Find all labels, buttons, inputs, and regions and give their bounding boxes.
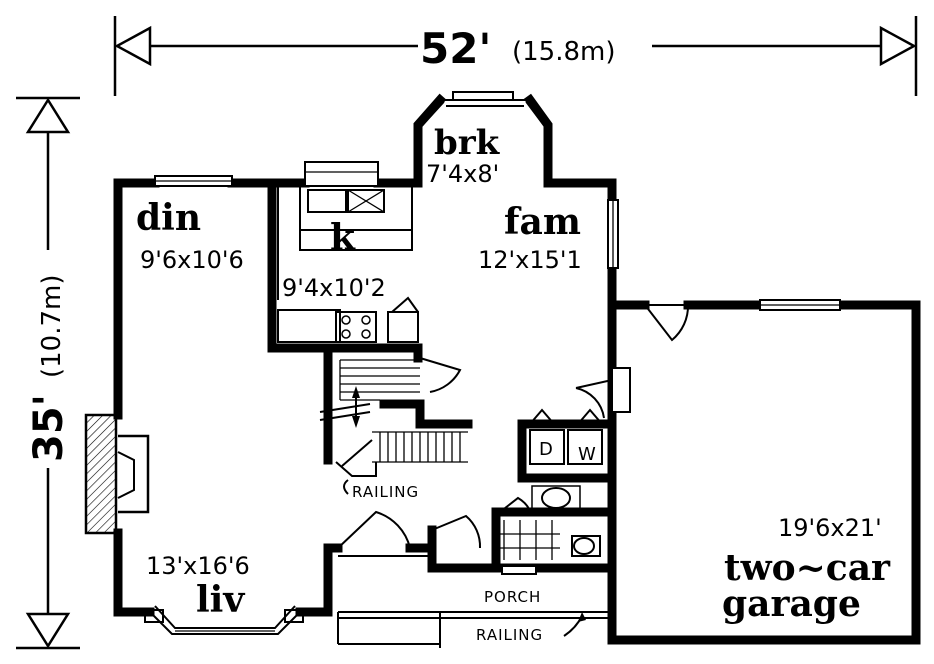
width-metric: (15.8m) (512, 37, 616, 67)
railing-porch-label: RAILING (476, 626, 543, 644)
garage-size: 19'6x21' (778, 514, 882, 542)
fam-name: fam (504, 201, 581, 243)
stairs (319, 359, 468, 477)
din-name: din (136, 197, 201, 239)
fireplace (84, 413, 150, 535)
exterior-walls (113, 93, 617, 617)
brk-name: brk (434, 123, 501, 163)
width-dimension: 52' (15.8m) (113, 16, 918, 96)
depth-metric: (10.7m) (37, 274, 67, 378)
din-size: 9'6x10'6 (140, 246, 244, 274)
fam-window (607, 199, 619, 269)
depth-dimension: 35' (10.7m) (16, 96, 80, 650)
garage-name-1: two~car (724, 547, 891, 589)
brk-size: 7'4x8' (426, 160, 499, 188)
laundry: D W (529, 429, 603, 465)
garage-walls (607, 299, 921, 645)
depth-label: 35' (26, 394, 72, 462)
room-labels: brk 7'4x8' din 9'6x10'6 k 9'4x10'2 fam 1… (136, 123, 891, 625)
railing-stair-label: RAILING (352, 483, 419, 501)
garage-name-2: garage (722, 583, 861, 625)
k-name: k (330, 217, 356, 259)
living-bay-window (144, 605, 304, 635)
porch (337, 555, 612, 648)
liv-name: liv (196, 579, 245, 621)
k-size: 9'4x10'2 (282, 274, 386, 302)
bath-fixtures (500, 485, 601, 560)
annotations: RAILING PORCH RAILING (343, 479, 543, 644)
interior-walls (267, 178, 617, 573)
breakfast-bay-window (421, 91, 545, 127)
top-windows (154, 161, 379, 187)
fam-size: 12'x15'1 (478, 246, 582, 274)
kitchen-fixtures (277, 186, 419, 343)
washer-label: W (578, 444, 596, 465)
width-label: 52' (420, 24, 491, 73)
liv-size: 13'x16'6 (146, 552, 250, 580)
porch-label: PORCH (484, 588, 541, 606)
doors (337, 357, 631, 549)
dryer-label: D (539, 439, 553, 460)
